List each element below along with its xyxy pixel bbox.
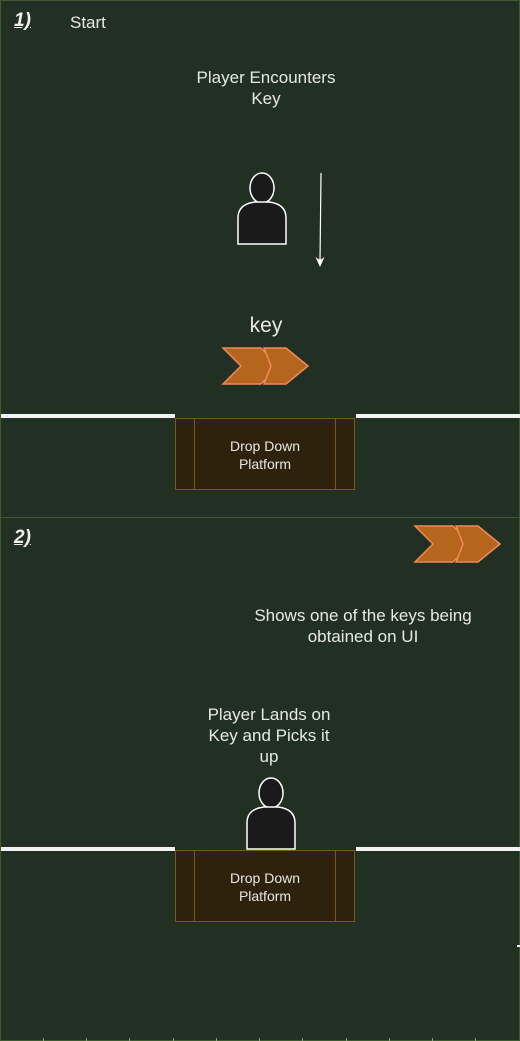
ground-left	[1, 847, 175, 851]
down-arrow-icon	[315, 172, 325, 267]
double-chevron-key-icon	[221, 347, 310, 385]
panel-step-2: 2) Shows one of the keys being obtained …	[0, 517, 520, 1041]
ground-left	[1, 414, 175, 418]
drop-down-platform: Drop Down Platform	[175, 850, 355, 922]
person-icon	[237, 172, 287, 245]
platform-label: Drop Down Platform	[229, 870, 301, 904]
drop-down-platform: Drop Down Platform	[175, 418, 355, 490]
ground-right	[356, 847, 520, 851]
edge-mark	[517, 945, 520, 947]
encounter-caption: Player Encounters Key	[196, 68, 336, 108]
platform-label: Drop Down Platform	[229, 438, 301, 472]
bottom-ruler	[0, 1037, 520, 1041]
key-label: key	[249, 314, 283, 337]
person-icon	[246, 777, 296, 850]
step-number: 1)	[14, 10, 31, 31]
start-label: Start	[70, 13, 106, 32]
panel-step-1: 1) Start Player Encounters Key key Drop …	[0, 0, 520, 518]
ui-caption: Shows one of the keys being obtained on …	[254, 606, 472, 646]
step-number: 2)	[14, 527, 31, 548]
ground-right	[356, 414, 520, 418]
player-caption: Player Lands on Key and Picks it up	[207, 705, 331, 766]
ui-key-icon	[413, 525, 502, 563]
